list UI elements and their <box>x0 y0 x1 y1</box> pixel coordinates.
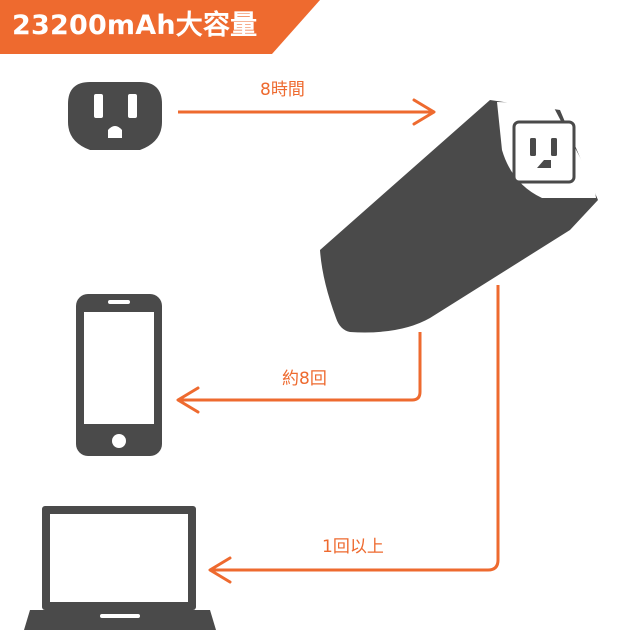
smartphone-icon <box>76 294 162 456</box>
arrow-bank-to-laptop <box>208 285 500 584</box>
banner-background <box>0 0 320 54</box>
arrow-bank-to-phone <box>176 332 422 414</box>
power-bank-icon <box>320 100 598 333</box>
wall-outlet-icon <box>68 82 162 150</box>
label-bank-to-laptop: 1回以上 <box>322 537 384 557</box>
label-bank-to-phone: 約8回 <box>282 369 327 389</box>
label-outlet-to-bank: 8時間 <box>260 80 305 100</box>
banner-title: 23200mAh大容量 <box>12 10 258 41</box>
arrow-outlet-to-bank <box>178 98 436 126</box>
laptop-icon <box>24 506 216 630</box>
